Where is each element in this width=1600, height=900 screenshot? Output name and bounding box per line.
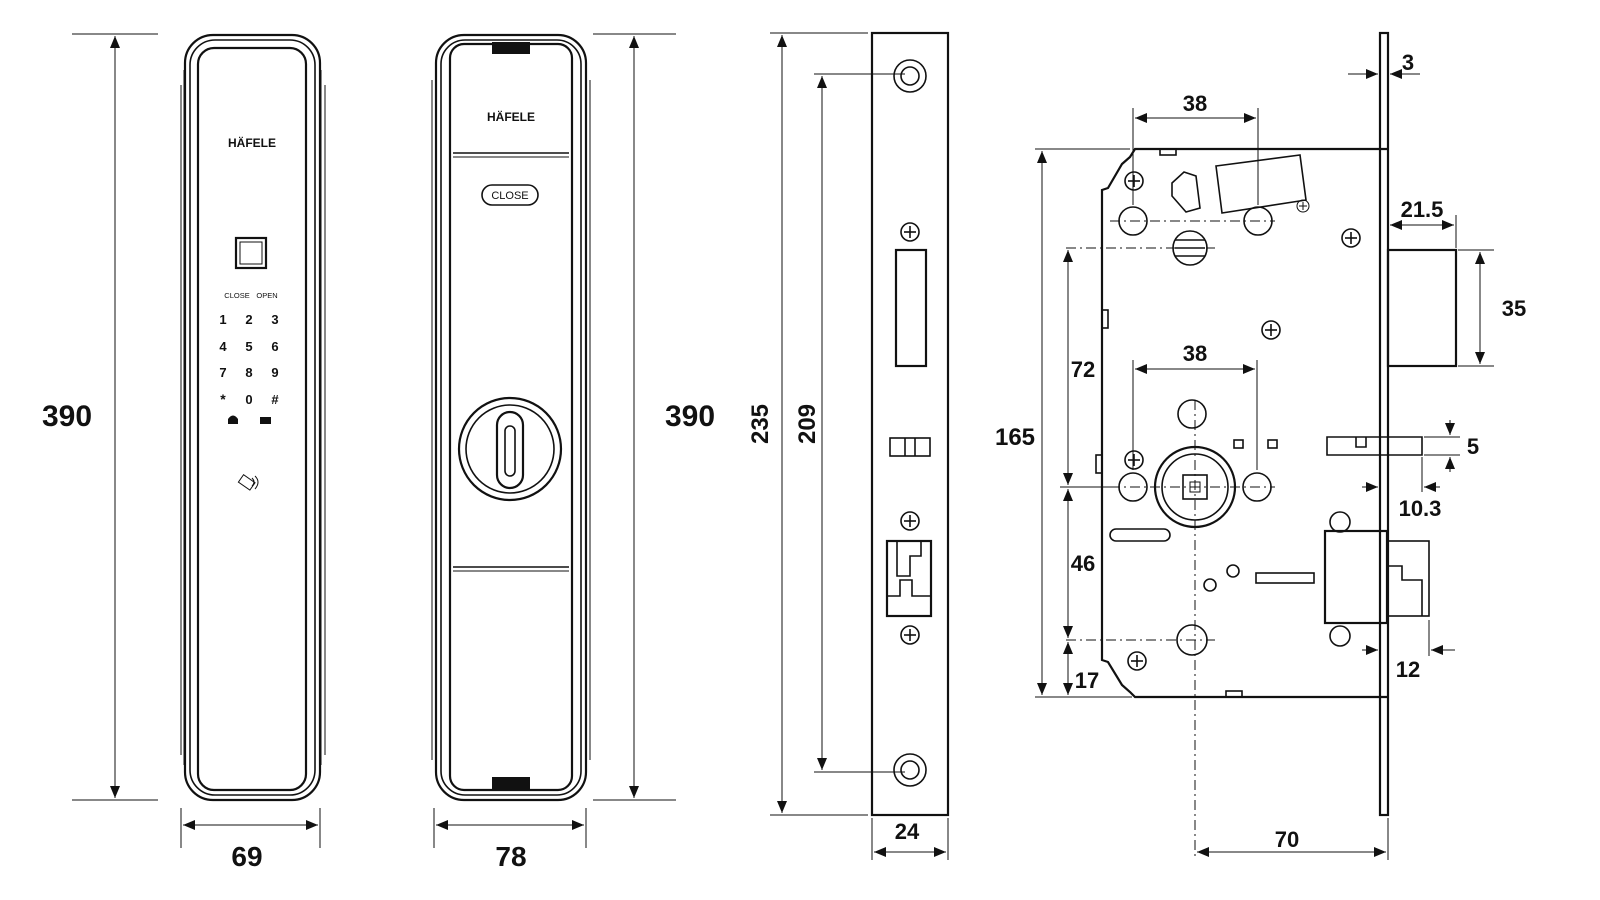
deadbolt — [1386, 248, 1458, 368]
key-3: 3 — [271, 312, 278, 327]
dim-plate-thickness: 3 — [1402, 50, 1414, 75]
key-star: * — [220, 391, 226, 407]
dim-backset: 70 — [1275, 827, 1299, 852]
mortise-view — [1066, 31, 1458, 860]
plus-mark-m3 — [1261, 320, 1281, 340]
key-2: 2 — [245, 312, 252, 327]
key-4: 4 — [219, 339, 227, 354]
dim-front-height: 390 — [42, 400, 92, 433]
key-7: 7 — [219, 365, 226, 380]
latch-bolt — [1323, 511, 1430, 647]
dim-latch-offset: 10.3 — [1399, 496, 1442, 521]
dim-upper-spacing: 72 — [1071, 357, 1095, 382]
dim-bottom-offset: 17 — [1075, 668, 1099, 693]
dim-bolt-projection: 21.5 — [1401, 197, 1444, 222]
close-button-outline — [481, 184, 539, 206]
dim-back-width: 78 — [495, 841, 526, 872]
front-view: HÄFELE CLOSE OPEN 1 2 3 4 5 6 7 8 9 * 0 … — [180, 33, 326, 802]
dim-front-width: 69 — [231, 841, 262, 872]
dim-body-height: 165 — [995, 424, 1035, 451]
dim-mid-spacing: 38 — [1183, 341, 1207, 366]
plus-mark-m2 — [1341, 228, 1361, 248]
card-key-icon — [260, 417, 271, 424]
mode-label-close: CLOSE — [224, 291, 249, 300]
back-view: HÄFELE CLOSE — [431, 33, 591, 802]
fingerprint-sensor-icon — [234, 236, 268, 270]
plus-mark-1 — [900, 222, 920, 242]
dim-faceplate-hole-spacing: 209 — [794, 404, 821, 444]
front-brand-logo: HÄFELE — [228, 135, 276, 150]
key-8: 8 — [245, 365, 252, 380]
faceplate-top-screw — [893, 59, 927, 93]
keypad: 1 2 3 4 5 6 7 8 9 * 0 # — [219, 312, 279, 424]
close-button-label: CLOSE — [491, 190, 528, 202]
plus-mark-2 — [900, 511, 920, 531]
key-5: 5 — [245, 339, 252, 354]
dim-back-height: 390 — [665, 400, 715, 433]
plus-mark-m5 — [1127, 651, 1147, 671]
plus-mark-m4 — [1124, 450, 1144, 470]
dim-latch-projection: 12 — [1396, 657, 1420, 682]
key-0: 0 — [245, 392, 252, 407]
mode-label-open: OPEN — [256, 291, 277, 300]
dim-faceplate-length: 235 — [747, 404, 774, 444]
back-brand-logo: HÄFELE — [487, 109, 535, 124]
dim-top-spacing: 38 — [1183, 91, 1207, 116]
dimension-labels: 390 69 390 78 235 209 24 3 38 21.5 35 72… — [42, 50, 1526, 872]
key-1: 1 — [219, 312, 226, 327]
bell-icon — [228, 415, 238, 424]
plus-mark-3 — [900, 625, 920, 645]
key-9: 9 — [271, 365, 278, 380]
plus-mark-m1 — [1124, 171, 1144, 191]
dim-bolt-height: 35 — [1502, 296, 1526, 321]
card-reader-icon — [237, 474, 259, 491]
plus-mark-m6 — [1296, 199, 1310, 213]
key-6: 6 — [271, 339, 278, 354]
faceplate-bottom-screw — [893, 753, 927, 787]
dim-lower-spacing: 46 — [1071, 551, 1095, 576]
dimension-lines — [72, 32, 1494, 860]
latch-opening — [885, 539, 933, 618]
key-hash: # — [271, 392, 279, 407]
faceplate-view — [870, 31, 950, 817]
dim-faceplate-width: 24 — [895, 819, 920, 844]
dim-latch-slot: 5 — [1467, 434, 1479, 459]
thumb-turn-knob — [457, 396, 563, 502]
